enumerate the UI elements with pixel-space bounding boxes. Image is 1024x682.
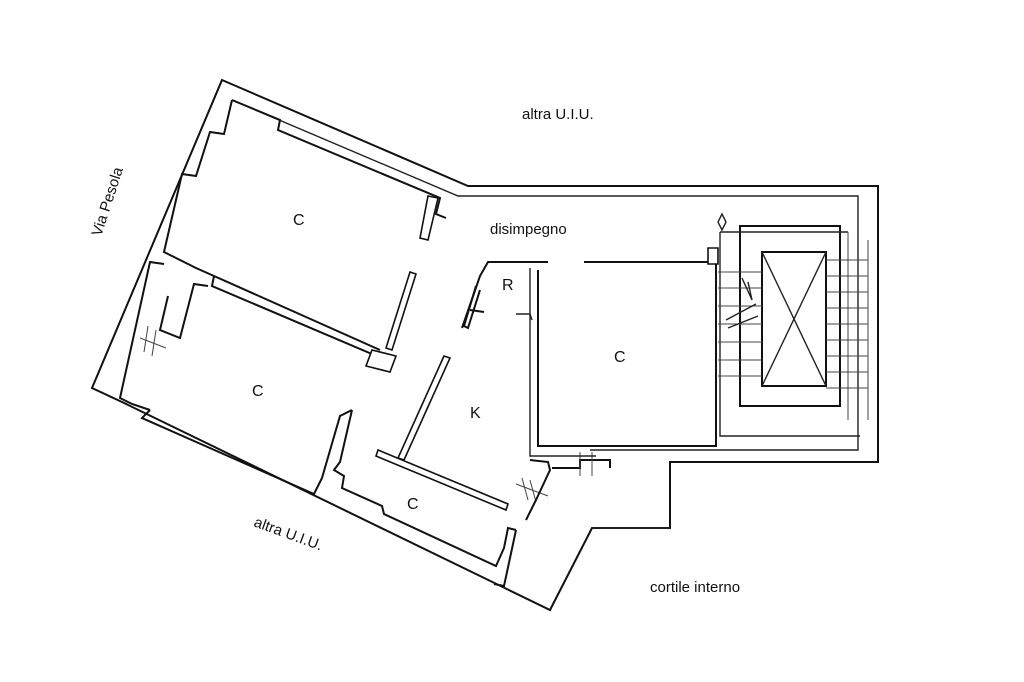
room-label-mid-left: C (252, 383, 264, 400)
room-label-small-bottom: C (407, 496, 419, 513)
label-bottom-neighbor: altra U.I.U. (252, 514, 325, 554)
label-top-neighbor: altra U.I.U. (522, 106, 594, 123)
room-label-right: C (614, 349, 626, 366)
courtyard-walls (493, 452, 670, 588)
outer-perimeter (90, 78, 879, 612)
room-label-top-left: C (293, 212, 305, 229)
room-label-closet: R (502, 277, 514, 294)
staircase (717, 212, 869, 437)
closet-walls (461, 261, 548, 330)
room-mid-left-walls (118, 260, 417, 496)
label-street: Via Pesola (89, 164, 127, 238)
room-small-bottom-walls (332, 355, 549, 568)
room-top-left-walls (162, 99, 447, 361)
room-right-walls (529, 247, 719, 457)
label-hall: disimpegno (490, 221, 567, 238)
room-label-kitchen: K (470, 405, 481, 422)
label-courtyard: cortile interno (650, 579, 740, 596)
